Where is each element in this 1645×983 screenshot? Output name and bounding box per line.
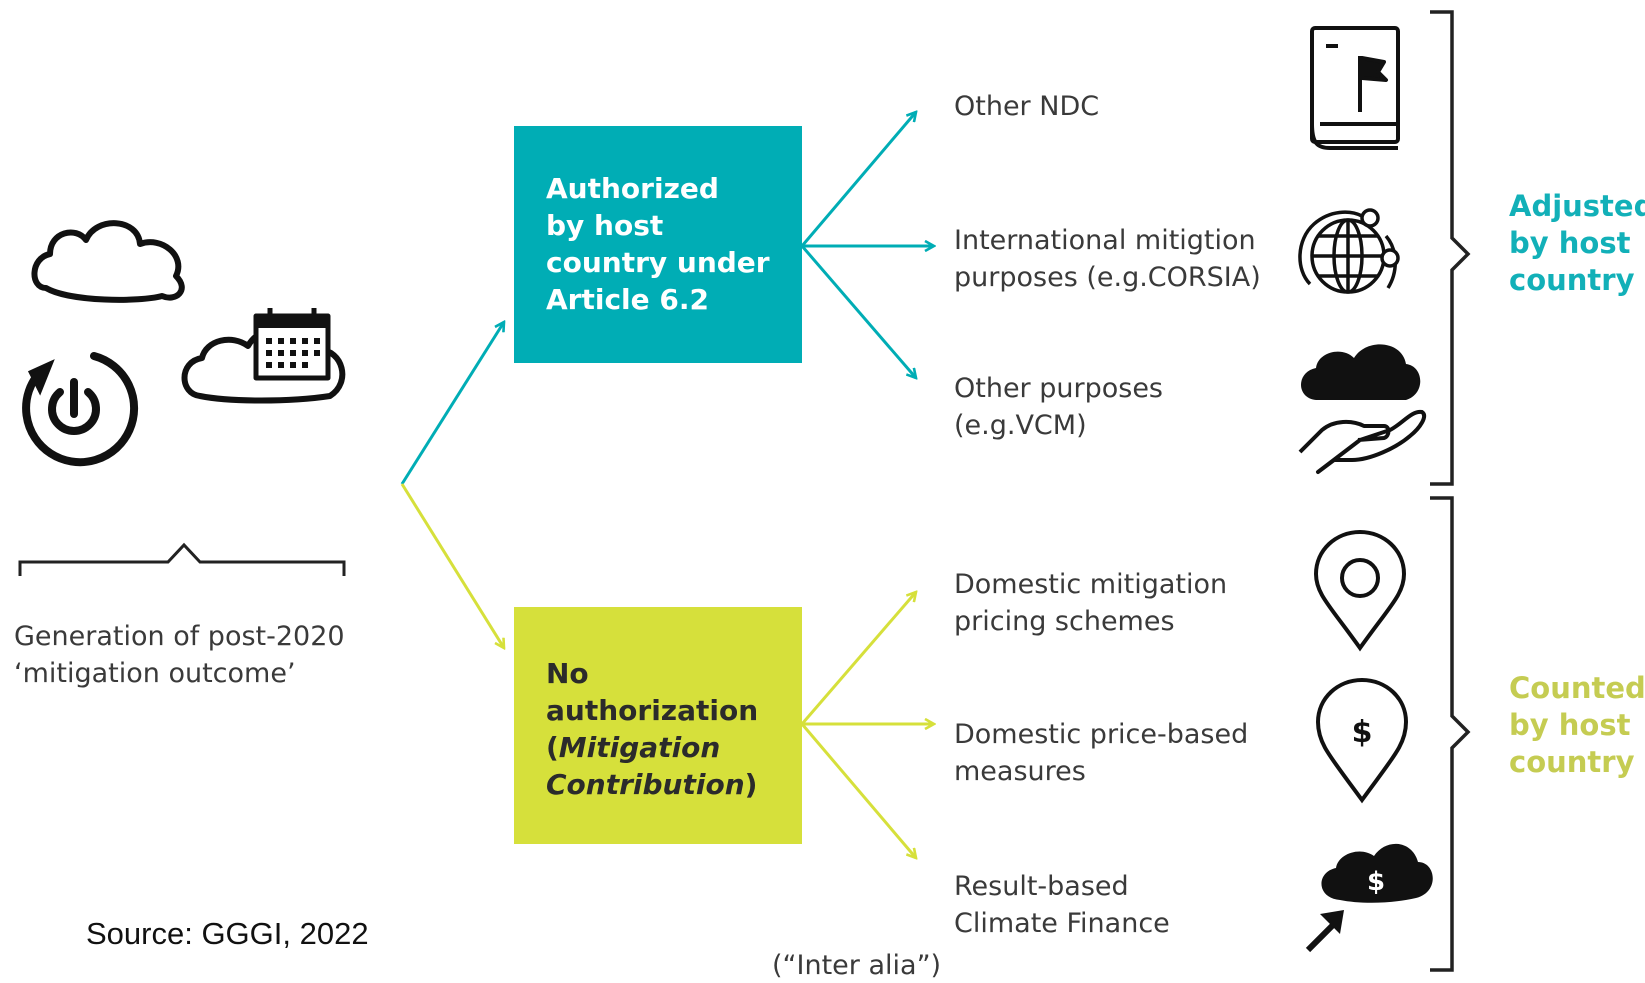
paren-close: ) bbox=[744, 768, 758, 801]
outcome-line: pricing schemes bbox=[954, 606, 1175, 637]
dollar-pin-icon: $ bbox=[1315, 677, 1409, 804]
arrow-to-authorized bbox=[400, 322, 504, 485]
outcome-line: Result-based bbox=[954, 871, 1129, 902]
counted-line: by host bbox=[1509, 708, 1631, 742]
paren-open: ( bbox=[546, 731, 559, 764]
adjusted-line: by host bbox=[1509, 226, 1631, 260]
adjusted-label: Adjusted by host country bbox=[1509, 188, 1645, 299]
authorized-box: Authorized by host country under Article… bbox=[514, 126, 802, 363]
no-authorization-line: authorization bbox=[546, 694, 759, 727]
map-pin-icon bbox=[1313, 529, 1407, 652]
arrow-to-domestic-pricing bbox=[800, 592, 916, 725]
mitigation-em: Mitigation bbox=[558, 731, 721, 764]
authorized-line: Authorized bbox=[546, 172, 719, 205]
outcome-price-based: Domestic price-based measures bbox=[954, 716, 1248, 790]
no-authorization-line: Contribution) bbox=[546, 766, 802, 803]
arrow-to-other-ndc bbox=[800, 112, 916, 247]
no-authorization-line: (Mitigation bbox=[546, 729, 802, 766]
counted-line: country bbox=[1509, 745, 1635, 779]
no-authorization-line: No bbox=[546, 657, 589, 690]
counted-line: Counted bbox=[1509, 671, 1645, 705]
outcome-line: Domestic price-based bbox=[954, 719, 1249, 750]
adjusted-bracket bbox=[1430, 10, 1471, 486]
generation-line: ‘mitigation outcome’ bbox=[14, 658, 296, 689]
arrow-to-no-authorization bbox=[400, 483, 504, 648]
cloud-calendar-icon bbox=[181, 308, 346, 404]
outcome-line: Climate Finance bbox=[954, 908, 1170, 939]
counted-bracket bbox=[1430, 496, 1471, 972]
counted-label: Counted by host country bbox=[1509, 670, 1645, 781]
authorized-line: country under bbox=[546, 246, 770, 279]
outcome-result-based: Result-based Climate Finance bbox=[954, 868, 1170, 942]
outcome-line: International mitigtion bbox=[954, 225, 1256, 256]
outcome-domestic-pricing: Domestic mitigation pricing schemes bbox=[954, 566, 1227, 640]
adjusted-line: country bbox=[1509, 263, 1635, 297]
cloud-icon bbox=[31, 220, 185, 303]
no-authorization-box: No authorization (Mitigation Contributio… bbox=[514, 607, 802, 844]
outcome-line: purposes (e.g.CORSIA) bbox=[954, 262, 1261, 293]
globe-plane-icon bbox=[1298, 208, 1400, 294]
dollar-cloud-arrow-icon: $ bbox=[1305, 843, 1433, 953]
book-flag-icon bbox=[1310, 26, 1400, 150]
arrow-to-other-purposes bbox=[800, 245, 916, 378]
outcome-line: Other purposes bbox=[954, 373, 1163, 404]
source-note: Source: GGGI, 2022 bbox=[86, 916, 369, 951]
outcome-line: (e.g.VCM) bbox=[954, 410, 1087, 441]
svg-text:$: $ bbox=[1352, 715, 1373, 750]
outcome-other-purposes: Other purposes (e.g.VCM) bbox=[954, 370, 1163, 444]
inter-alia-note: (“Inter alia”) bbox=[772, 950, 942, 981]
authorized-line: by host bbox=[546, 209, 664, 242]
contribution-em: Contribution bbox=[546, 768, 745, 801]
outcome-line: Other NDC bbox=[954, 91, 1100, 122]
authorized-line: Article 6.2 bbox=[546, 283, 709, 316]
generation-line: Generation of post-2020 bbox=[14, 621, 345, 652]
adjusted-line: Adjusted bbox=[1509, 189, 1645, 223]
outcome-line: Domestic mitigation bbox=[954, 569, 1228, 600]
svg-text:$: $ bbox=[1367, 867, 1385, 897]
generation-text: Generation of post-2020 ‘mitigation outc… bbox=[14, 618, 345, 692]
outcome-line: measures bbox=[954, 756, 1086, 787]
outcome-other-ndc: Other NDC bbox=[954, 88, 1099, 125]
power-refresh-icon bbox=[22, 352, 139, 467]
cloud-hand-icon bbox=[1298, 344, 1427, 474]
generation-brace bbox=[18, 542, 346, 576]
outcome-international: International mitigtion purposes (e.g.CO… bbox=[954, 222, 1261, 296]
arrow-to-result-based bbox=[800, 723, 916, 858]
